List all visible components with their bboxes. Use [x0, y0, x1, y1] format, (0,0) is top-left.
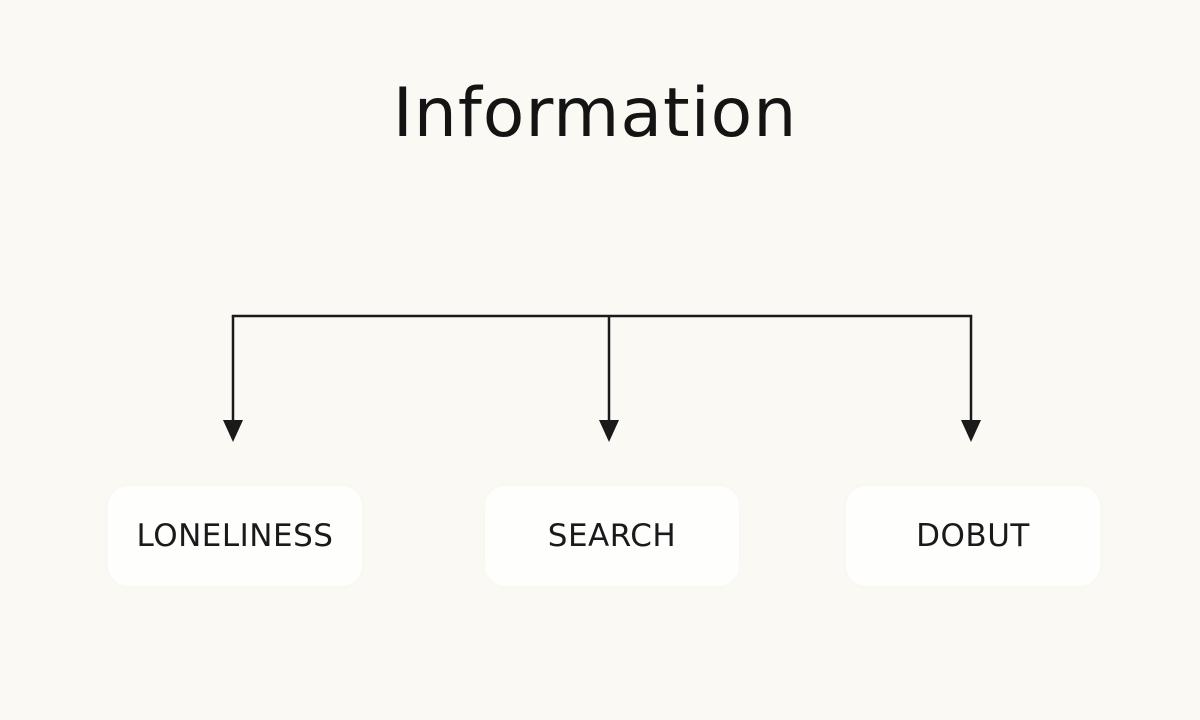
node-label: DOBUT — [916, 518, 1030, 554]
node-label: LONELINESS — [136, 518, 334, 554]
node-loneliness: LONELINESS — [108, 486, 362, 586]
node-dobut: DOBUT — [846, 486, 1100, 586]
arrowhead-left — [223, 420, 243, 442]
node-search: SEARCH — [485, 486, 739, 586]
arrowhead-center — [599, 420, 619, 442]
arrowhead-right — [961, 420, 981, 442]
node-label: SEARCH — [547, 518, 677, 554]
diagram-title: Information — [392, 74, 798, 153]
